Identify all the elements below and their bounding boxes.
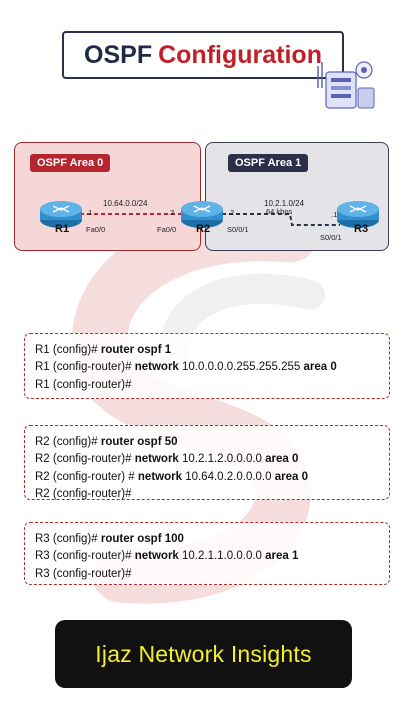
area1-label: OSPF Area 1 — [228, 154, 309, 172]
link-r2-r3 — [222, 213, 340, 226]
router-r3-icon — [337, 201, 379, 228]
link1-network: 10.64.0.0/24 — [103, 199, 148, 208]
link1-right-if: Fa0/0 — [157, 225, 177, 234]
router-r2-label: R2 — [196, 223, 211, 235]
link2-network: 10.2.1.0/24 — [264, 199, 305, 208]
config-line: R3 (config-router)# — [35, 567, 132, 580]
brand-banner: Ijaz Network Insights — [55, 620, 352, 688]
link1-left-if: Fa0/0 — [86, 225, 106, 234]
link2-left-if: S0/0/1 — [227, 225, 249, 234]
config-line: R1 (config-router)# network 10.0.0.0.0.2… — [35, 361, 337, 374]
config-line: R2 (config-router) # network 10.64.0.2.0… — [35, 470, 308, 483]
config-line: R2 (config-router)# network 10.2.1.2.0.0… — [35, 453, 299, 466]
r1-config-box: R1 (config)# router ospf 1 R1 (config-ro… — [24, 333, 390, 399]
link2-right-host: .1 — [331, 210, 338, 219]
title-part2: Configuration — [158, 40, 322, 69]
config-line: R2 (config)# router ospf 50 — [35, 436, 178, 448]
link1-right-host: .2 — [168, 208, 175, 217]
config-line: R1 (config)# router ospf 1 — [35, 344, 172, 356]
link2-right-if: S0/0/1 — [320, 233, 342, 242]
server-config-icon — [317, 61, 375, 109]
page-title: OSPF Configuration — [62, 31, 344, 79]
router-r1-icon — [40, 201, 82, 228]
link2-speed: 64 kbps — [266, 207, 293, 216]
area0-label: OSPF Area 0 — [30, 154, 111, 172]
topology-diagram — [40, 201, 379, 228]
router-r3-label: R3 — [354, 223, 369, 235]
link1-left-host: .1 — [86, 208, 93, 217]
config-line: R3 (config)# router ospf 100 — [35, 533, 184, 545]
config-line: R1 (config-router)# — [35, 378, 132, 391]
link2-left-host: .2 — [228, 208, 235, 217]
config-line: R2 (config-router)# — [35, 487, 132, 500]
r3-config-box: R3 (config)# router ospf 100 R3 (config-… — [24, 522, 390, 585]
router-r1-label: R1 — [55, 223, 70, 235]
brand-name: Ijaz Network Insights — [95, 640, 312, 667]
title-part1: OSPF — [84, 40, 153, 69]
r2-config-box: R2 (config)# router ospf 50 R2 (config-r… — [24, 425, 390, 500]
router-r2-icon — [181, 201, 223, 228]
config-line: R3 (config-router)# network 10.2.1.1.0.0… — [35, 550, 299, 563]
